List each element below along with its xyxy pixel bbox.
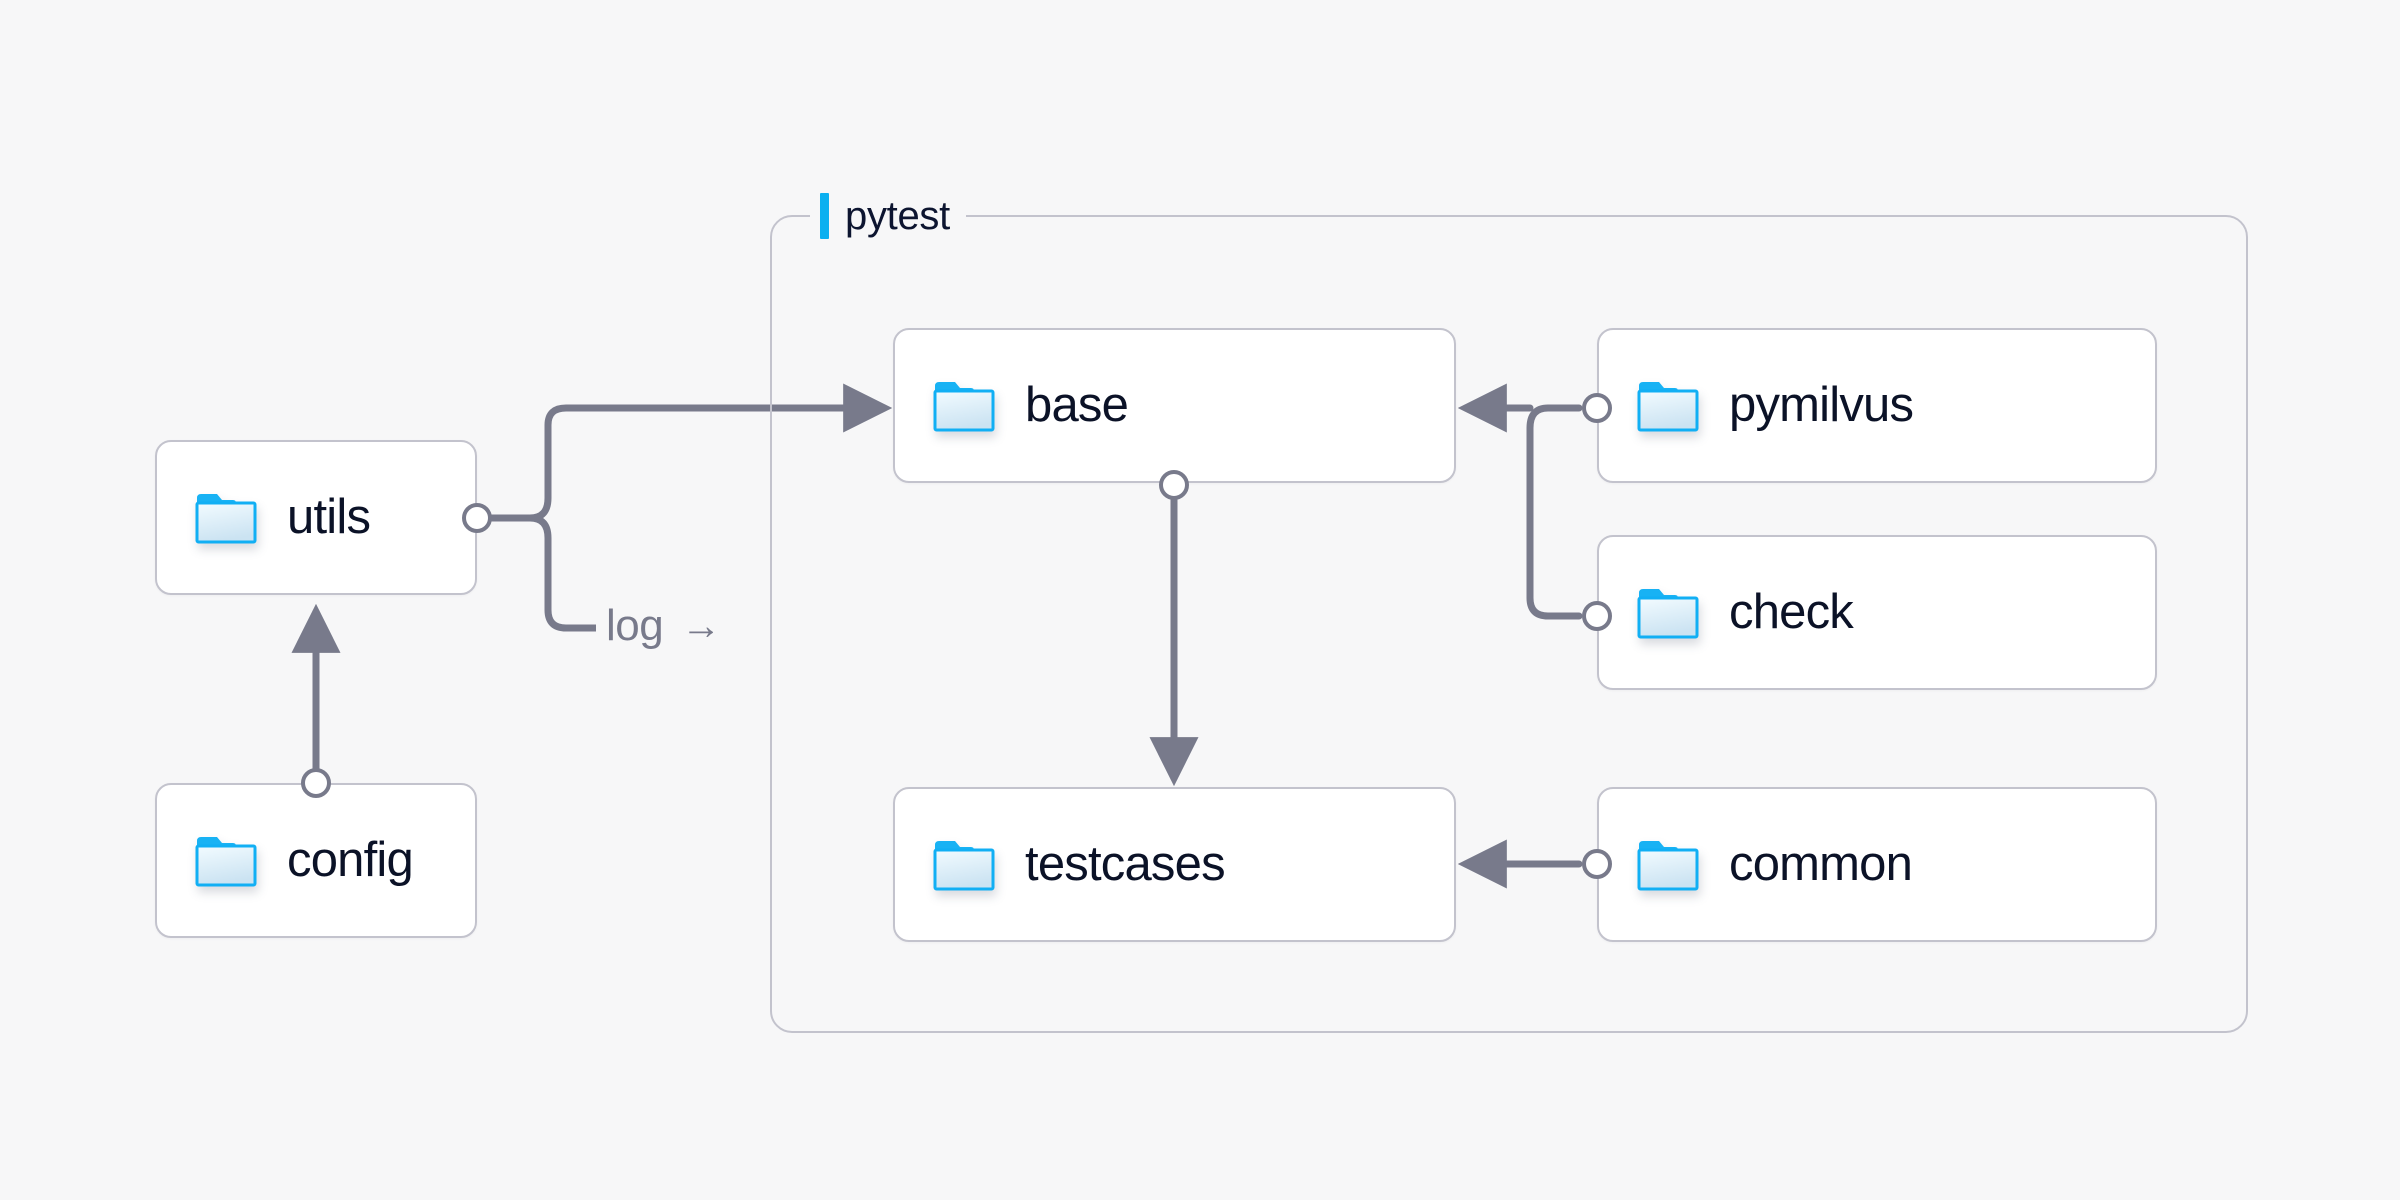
folder-icon (195, 493, 257, 543)
folder-icon (1637, 840, 1699, 890)
edge-label-log-text: log (606, 601, 664, 650)
node-check[interactable]: check (1597, 535, 2157, 690)
node-label: pymilvus (1729, 378, 1914, 432)
node-config[interactable]: config (155, 783, 477, 938)
port-utils-right[interactable] (462, 503, 492, 533)
node-label: utils (287, 490, 371, 544)
node-common[interactable]: common (1597, 787, 2157, 942)
folder-icon (1637, 381, 1699, 431)
edge-label-log: log → (596, 601, 732, 650)
port-config-top[interactable] (301, 768, 331, 798)
node-testcases[interactable]: testcases (893, 787, 1456, 942)
node-label: base (1025, 378, 1129, 432)
node-utils[interactable]: utils (155, 440, 477, 595)
port-base-bottom[interactable] (1159, 470, 1189, 500)
arrow-right-icon: → (681, 604, 722, 648)
folder-icon (933, 381, 995, 431)
node-label: testcases (1025, 837, 1226, 891)
port-check-left[interactable] (1582, 601, 1612, 631)
node-label: common (1729, 837, 1913, 891)
node-label: check (1729, 585, 1854, 639)
node-pymilvus[interactable]: pymilvus (1597, 328, 2157, 483)
port-common-left[interactable] (1582, 849, 1612, 879)
node-label: config (287, 833, 414, 887)
node-base[interactable]: base (893, 328, 1456, 483)
group-pytest-label: pytest (810, 188, 966, 244)
group-title: pytest (845, 193, 950, 238)
group-pytest[interactable] (770, 215, 2248, 1033)
port-pymilvus-left[interactable] (1582, 393, 1612, 423)
group-accent-bar (820, 193, 829, 239)
folder-icon (933, 840, 995, 890)
folder-icon (1637, 588, 1699, 638)
folder-icon (195, 836, 257, 886)
